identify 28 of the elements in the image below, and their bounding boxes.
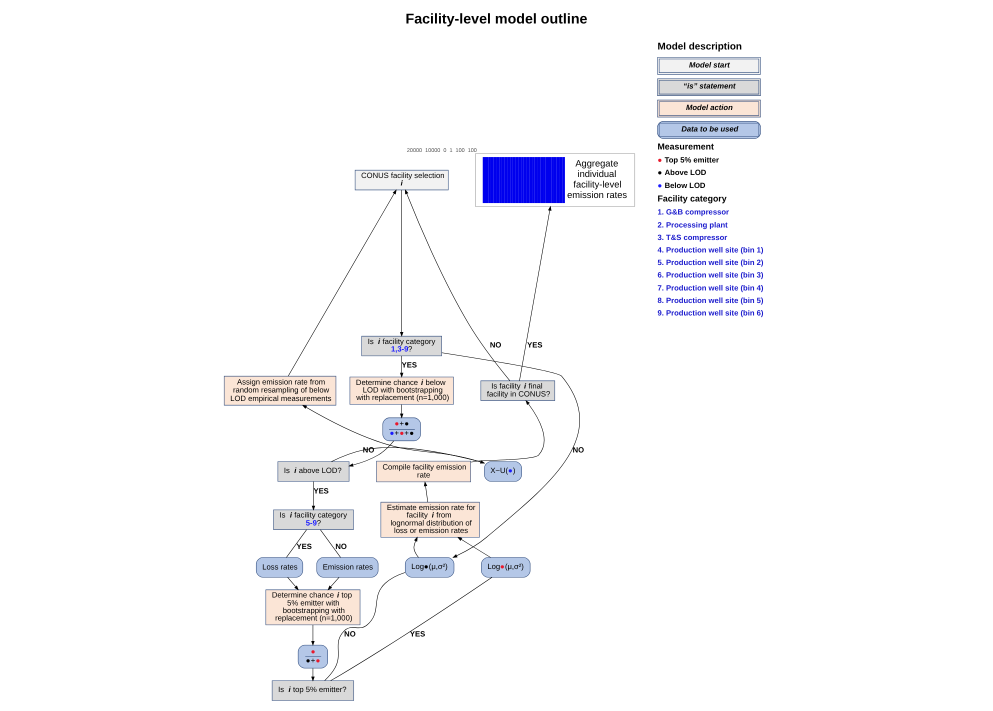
arrow (399, 404, 403, 419)
connector (320, 529, 340, 558)
connector (286, 529, 306, 558)
connector (324, 572, 405, 681)
arrow (423, 481, 428, 502)
arrow (518, 206, 551, 381)
arrow (348, 440, 394, 467)
arrow (301, 404, 484, 464)
arrow (286, 577, 298, 590)
arrow (311, 481, 315, 511)
arrow (399, 356, 403, 378)
connector (330, 576, 492, 681)
arrow (287, 189, 396, 376)
arrow (330, 447, 485, 464)
arrow (327, 577, 339, 590)
arrow (404, 189, 510, 381)
diagram-title: Facility-level model outline (405, 12, 587, 28)
arrow (441, 352, 580, 558)
label: Measurement (657, 141, 714, 152)
arrow (310, 668, 314, 682)
label: Model description (657, 41, 742, 52)
arrow (413, 536, 418, 558)
node-box: Aggregate individual facility-level emission rates (474, 153, 635, 207)
label: Facility category (657, 193, 726, 204)
arrow (470, 400, 544, 462)
arrow (310, 624, 314, 646)
arrow (399, 190, 403, 337)
arrow (456, 536, 490, 558)
